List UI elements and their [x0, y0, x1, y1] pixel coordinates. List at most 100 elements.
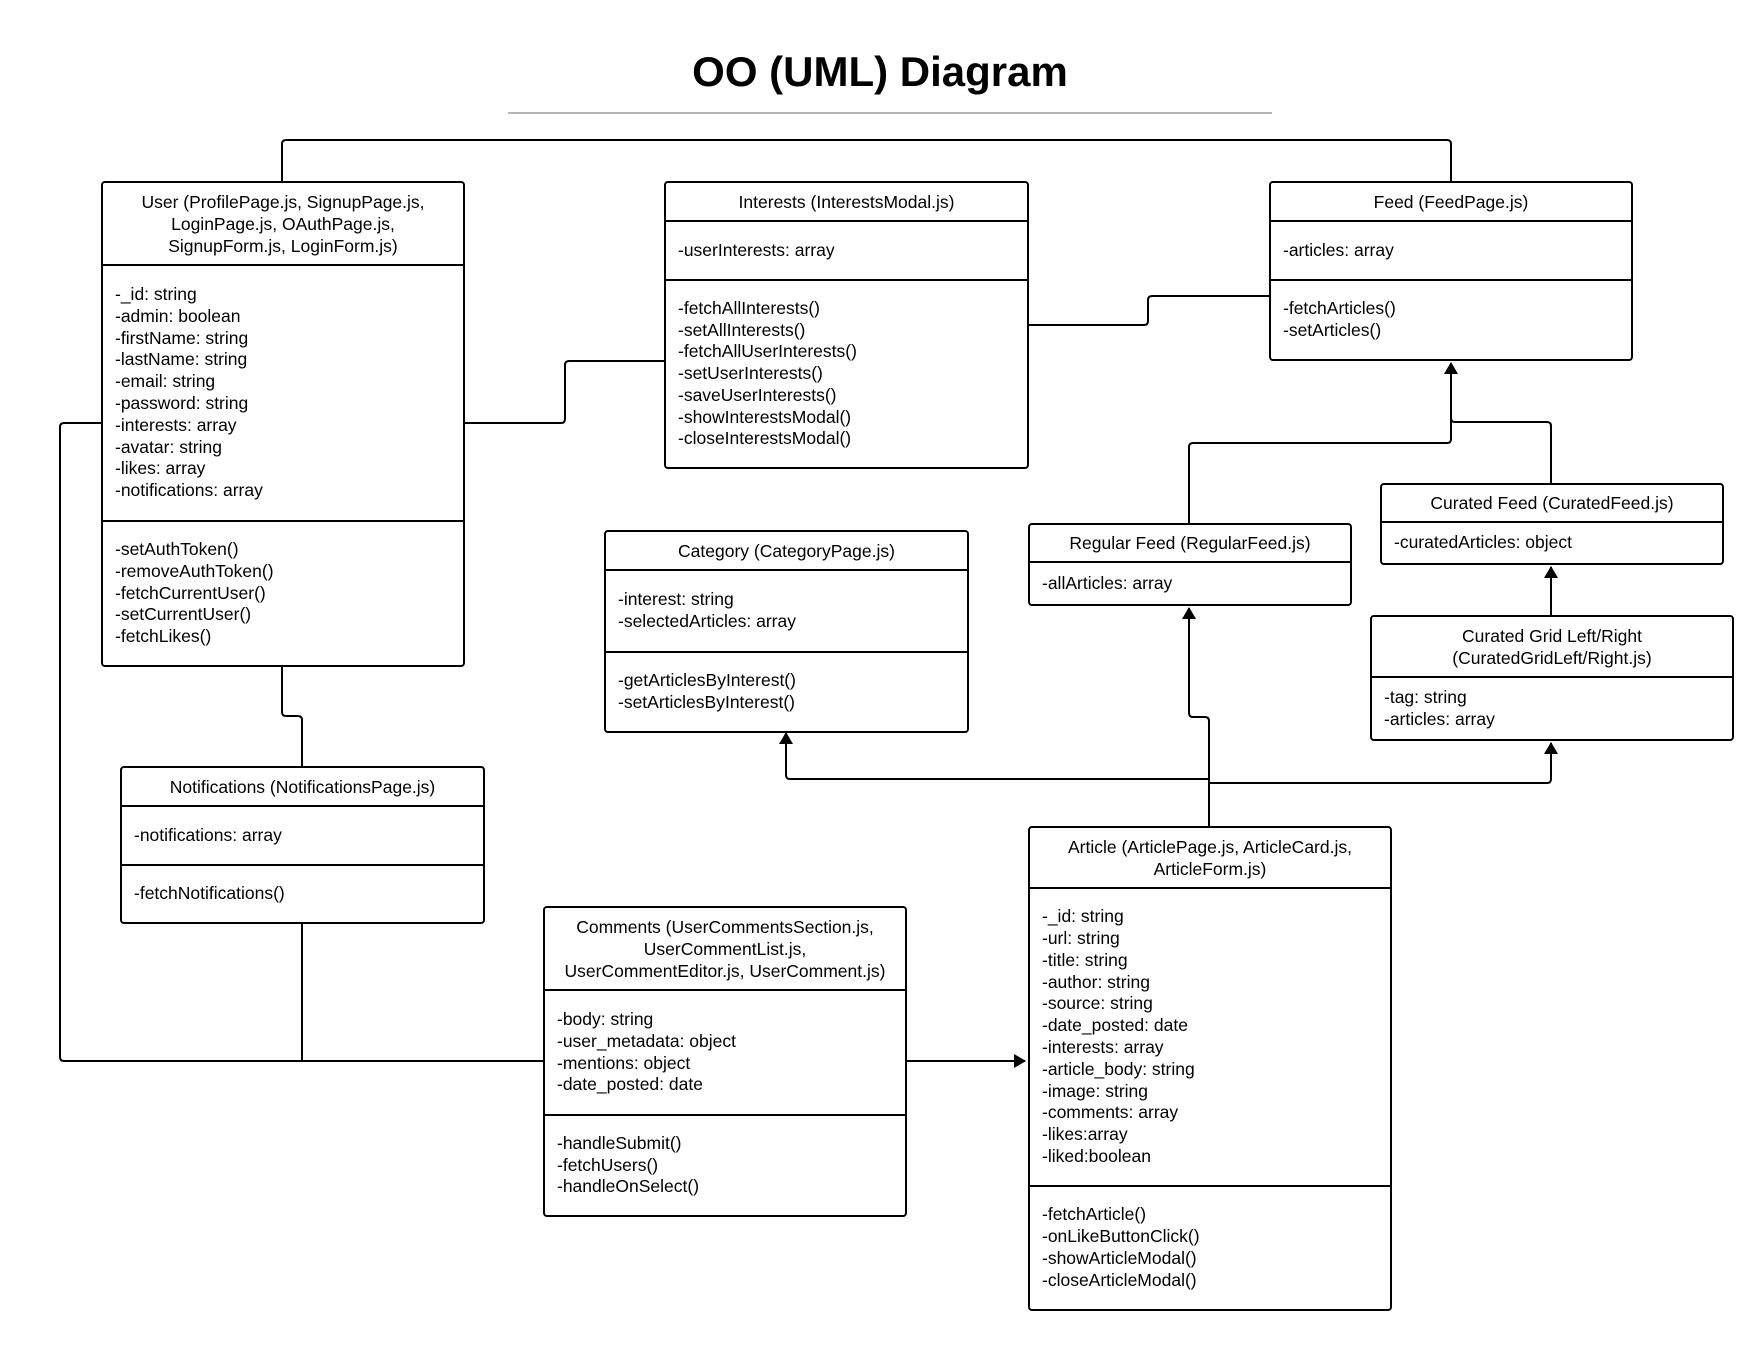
method: -setCurrentUser() — [115, 604, 252, 625]
attribute: -liked:boolean — [1042, 1145, 1151, 1166]
method: -fetchArticle() — [1042, 1204, 1147, 1225]
method: -fetchAllUserInterests() — [678, 341, 857, 362]
attribute: -title: string — [1042, 949, 1128, 970]
class-notifications[interactable]: Notifications (NotificationsPage.js) -no… — [120, 766, 485, 924]
connector-user-comments — [59, 422, 544, 1062]
class-interests[interactable]: Interests (InterestsModal.js) -userInter… — [664, 181, 1029, 469]
class-curated-feed-header: Curated Feed (CuratedFeed.js) — [1382, 485, 1722, 523]
attribute: -userInterests: array — [678, 239, 835, 260]
connector-user-interests — [464, 360, 665, 424]
class-user-header: User (ProfilePage.js, SignupPage.js, Log… — [103, 183, 463, 266]
method: -setAuthToken() — [115, 539, 239, 559]
class-interests-header: Interests (InterestsModal.js) — [666, 183, 1027, 222]
header-line: Category (CategoryPage.js) — [678, 540, 895, 561]
class-notifications-attributes: -notifications: array — [122, 807, 483, 866]
attribute: -interest: string — [618, 589, 734, 610]
method: -setAllInterests() — [678, 319, 806, 340]
connector-user-feed — [281, 139, 1452, 181]
attribute: -author: string — [1042, 971, 1150, 992]
method: -closeArticleModal() — [1042, 1269, 1197, 1290]
header-line: Regular Feed (RegularFeed.js) — [1069, 533, 1311, 553]
attribute: -comments: array — [1042, 1102, 1179, 1123]
method: -fetchNotifications() — [134, 883, 285, 904]
connector-interests-feed — [1028, 295, 1270, 326]
diagram-title: OO (UML) Diagram — [692, 48, 1068, 95]
attribute: -notifications: array — [115, 480, 263, 501]
attribute: -_id: string — [115, 284, 197, 305]
class-regular-feed[interactable]: Regular Feed (RegularFeed.js) -allArticl… — [1028, 523, 1352, 606]
header-line: Notifications (NotificationsPage.js) — [169, 776, 436, 797]
connector-regularfeed-feed — [1188, 362, 1458, 523]
class-curated-feed[interactable]: Curated Feed (CuratedFeed.js) -curatedAr… — [1380, 483, 1724, 565]
method: -fetchAllInterests() — [678, 297, 820, 318]
attribute: -user_metadata: object — [557, 1030, 736, 1051]
class-notifications-methods: -fetchNotifications() — [122, 866, 483, 922]
class-regular-feed-header: Regular Feed (RegularFeed.js) — [1030, 525, 1350, 563]
method: -setArticlesByInterest() — [618, 692, 795, 712]
method: -saveUserInterests() — [678, 384, 837, 405]
method: -showArticleModal() — [1042, 1248, 1197, 1268]
attribute: -_id: string — [1042, 906, 1124, 927]
attribute: -email: string — [115, 371, 216, 392]
method: -closeInterestsModal() — [678, 428, 852, 449]
attribute: -date_posted: date — [1042, 1015, 1188, 1036]
class-category[interactable]: Category (CategoryPage.js) -interest: st… — [604, 530, 969, 733]
header-line: Feed (FeedPage.js) — [1373, 191, 1529, 212]
attribute: -mentions: object — [557, 1052, 691, 1073]
class-comments[interactable]: Comments (UserCommentsSection.js, UserCo… — [543, 906, 907, 1217]
header-line: SignupForm.js, LoginForm.js) — [168, 235, 398, 256]
method: -fetchCurrentUser() — [115, 582, 266, 603]
header-line: Interests (InterestsModal.js) — [738, 191, 955, 212]
class-curated-grid-attributes: -tag: string -articles: array — [1372, 678, 1732, 739]
method: -showInterestsModal() — [678, 406, 852, 427]
method: -fetchUsers() — [557, 1154, 659, 1175]
attribute: -interests: array — [115, 414, 237, 435]
method: -onLikeButtonClick() — [1042, 1226, 1200, 1247]
header-line: ArticleForm.js) — [1153, 858, 1267, 879]
class-feed-attributes: -articles: array — [1271, 222, 1631, 281]
header-line: (CuratedGridLeft/Right.js) — [1452, 647, 1652, 668]
class-category-attributes: -interest: string -selectedArticles: arr… — [606, 571, 967, 653]
attribute: -date_posted: date — [557, 1074, 703, 1095]
attribute: -article_body: string — [1042, 1058, 1195, 1079]
attribute: -interests: array — [1042, 1037, 1164, 1057]
class-feed-header: Feed (FeedPage.js) — [1271, 183, 1631, 222]
class-user-methods: -setAuthToken() -removeAuthToken() -fetc… — [103, 522, 463, 665]
class-article-header: Article (ArticlePage.js, ArticleCard.js,… — [1030, 828, 1390, 889]
attribute: -body: string — [557, 1008, 654, 1029]
connector-article-regularfeed — [1182, 607, 1210, 826]
connector-article-category — [779, 732, 1209, 780]
header-line: Curated Grid Left/Right — [1462, 625, 1642, 646]
attribute: -lastName: string — [115, 349, 248, 370]
attribute: -likes:array — [1042, 1124, 1128, 1145]
connector-article-curatedgrid — [1209, 742, 1558, 784]
class-interests-attributes: -userInterests: array — [666, 222, 1027, 281]
attribute: -source: string — [1042, 993, 1153, 1014]
method: -setUserInterests() — [678, 363, 823, 384]
class-curated-grid[interactable]: Curated Grid Left/Right (CuratedGridLeft… — [1370, 615, 1734, 741]
method: -handleSubmit() — [557, 1132, 682, 1153]
method: -fetchLikes() — [115, 626, 212, 647]
attribute: -curatedArticles: object — [1394, 532, 1572, 553]
method: -handleOnSelect() — [557, 1176, 700, 1197]
class-article-attributes: -_id: string -url: string -title: string… — [1030, 889, 1390, 1187]
class-feed-methods: -fetchArticles() -setArticles() — [1271, 281, 1631, 359]
class-comments-methods: -handleSubmit() -fetchUsers() -handleOnS… — [545, 1116, 905, 1215]
class-feed[interactable]: Feed (FeedPage.js) -articles: array -fet… — [1269, 181, 1633, 361]
class-curated-grid-header: Curated Grid Left/Right (CuratedGridLeft… — [1372, 617, 1732, 678]
class-article-methods: -fetchArticle() -onLikeButtonClick() -sh… — [1030, 1187, 1390, 1309]
attribute: -password: string — [115, 393, 249, 413]
header-line: UserCommentEditor.js, UserComment.js) — [564, 960, 886, 981]
class-category-header: Category (CategoryPage.js) — [606, 532, 967, 571]
method: -getArticlesByInterest() — [618, 670, 796, 691]
header-line: LoginPage.js, OAuthPage.js, — [171, 213, 395, 234]
class-user[interactable]: User (ProfilePage.js, SignupPage.js, Log… — [101, 181, 465, 667]
class-regular-feed-attributes: -allArticles: array — [1030, 563, 1350, 604]
title-underline — [508, 112, 1272, 114]
attribute: -avatar: string — [115, 436, 222, 457]
header-line: Article (ArticlePage.js, ArticleCard.js, — [1068, 836, 1352, 857]
class-article[interactable]: Article (ArticlePage.js, ArticleCard.js,… — [1028, 826, 1392, 1311]
class-category-methods: -getArticlesByInterest() -setArticlesByI… — [606, 653, 967, 731]
class-notifications-header: Notifications (NotificationsPage.js) — [122, 768, 483, 807]
